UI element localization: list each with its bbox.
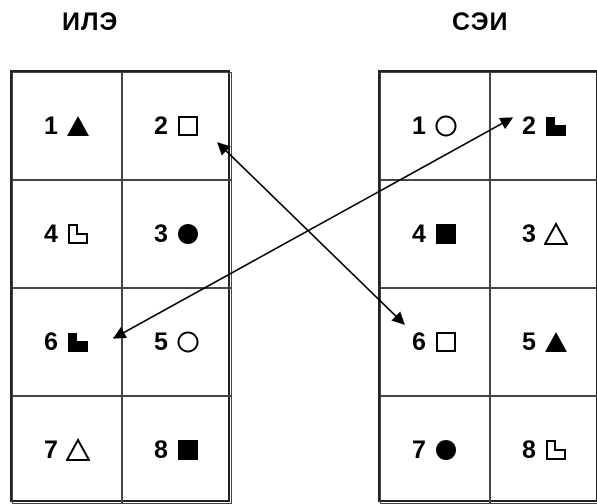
cell-number: 3	[522, 219, 536, 248]
open-square-icon	[434, 330, 458, 354]
cell-number: 8	[522, 435, 536, 464]
filled-triangle-icon	[544, 330, 568, 354]
left-cell-6: 6	[12, 288, 122, 396]
cell-number: 8	[154, 435, 168, 464]
right-cell-2: 2	[490, 72, 597, 180]
right-cell-7: 7	[380, 396, 490, 504]
cell-number: 3	[154, 219, 168, 248]
cell-number: 4	[44, 219, 58, 248]
cell-number: 5	[154, 327, 168, 356]
left-grid: 1 2 4 3 6 5 7 8	[10, 70, 232, 504]
right-cell-8: 8	[490, 396, 597, 504]
open-l-shape-icon	[66, 222, 90, 246]
filled-circle-icon	[434, 438, 458, 462]
right-cell-3: 3	[490, 180, 597, 288]
open-square-icon	[176, 114, 200, 138]
left-cell-2: 2	[122, 72, 232, 180]
cell-number: 1	[412, 111, 426, 140]
left-cell-3: 3	[122, 180, 232, 288]
open-circle-icon	[176, 330, 200, 354]
filled-l-shape-icon	[66, 330, 90, 354]
filled-square-icon	[434, 222, 458, 246]
right-cell-5: 5	[490, 288, 597, 396]
cell-number: 6	[44, 327, 58, 356]
left-cell-4: 4	[12, 180, 122, 288]
open-l-shape-icon	[544, 438, 568, 462]
right-grid-title: СЭИ	[452, 8, 509, 36]
cell-number: 2	[522, 111, 536, 140]
cell-number: 7	[412, 435, 426, 464]
cell-number: 4	[412, 219, 426, 248]
open-triangle-icon	[543, 222, 568, 246]
left-cell-8: 8	[122, 396, 232, 504]
right-grid: 1 2 4 3 6 5 7 8	[378, 70, 597, 504]
right-cell-1: 1	[380, 72, 490, 180]
left-cell-1: 1	[12, 72, 122, 180]
arrow-left2-right6	[217, 142, 405, 325]
cell-number: 1	[44, 111, 58, 140]
cell-number: 6	[412, 327, 426, 356]
filled-triangle-icon	[66, 114, 90, 138]
open-triangle-icon	[65, 438, 90, 462]
cell-number: 5	[522, 327, 536, 356]
left-cell-5: 5	[122, 288, 232, 396]
right-cell-4: 4	[380, 180, 490, 288]
cell-number: 2	[154, 111, 168, 140]
open-circle-icon	[434, 114, 458, 138]
filled-square-icon	[176, 438, 200, 462]
right-cell-6: 6	[380, 288, 490, 396]
filled-circle-icon	[176, 222, 200, 246]
filled-l-shape-icon	[544, 114, 568, 138]
cell-number: 7	[44, 435, 58, 464]
left-grid-title: ИЛЭ	[62, 8, 119, 36]
left-cell-7: 7	[12, 396, 122, 504]
